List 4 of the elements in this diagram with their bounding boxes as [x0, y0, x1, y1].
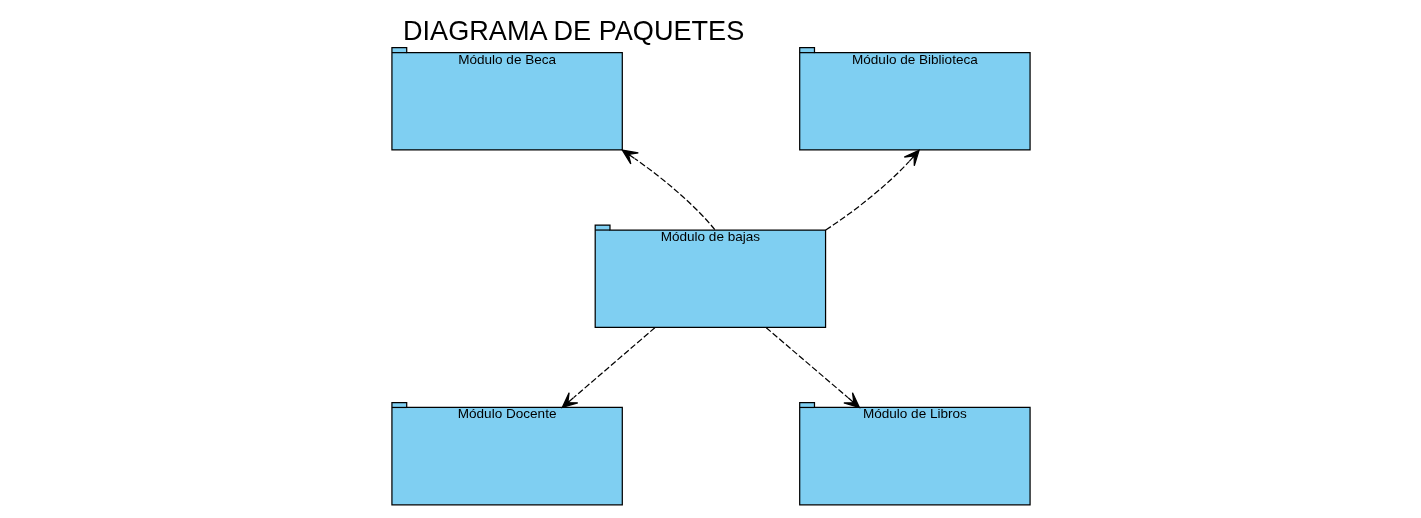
arrow: [621, 149, 715, 231]
arrow: [824, 149, 920, 231]
diagram-title: DIAGRAMA DE PAQUETES: [402, 14, 744, 46]
arrow: [561, 327, 655, 409]
